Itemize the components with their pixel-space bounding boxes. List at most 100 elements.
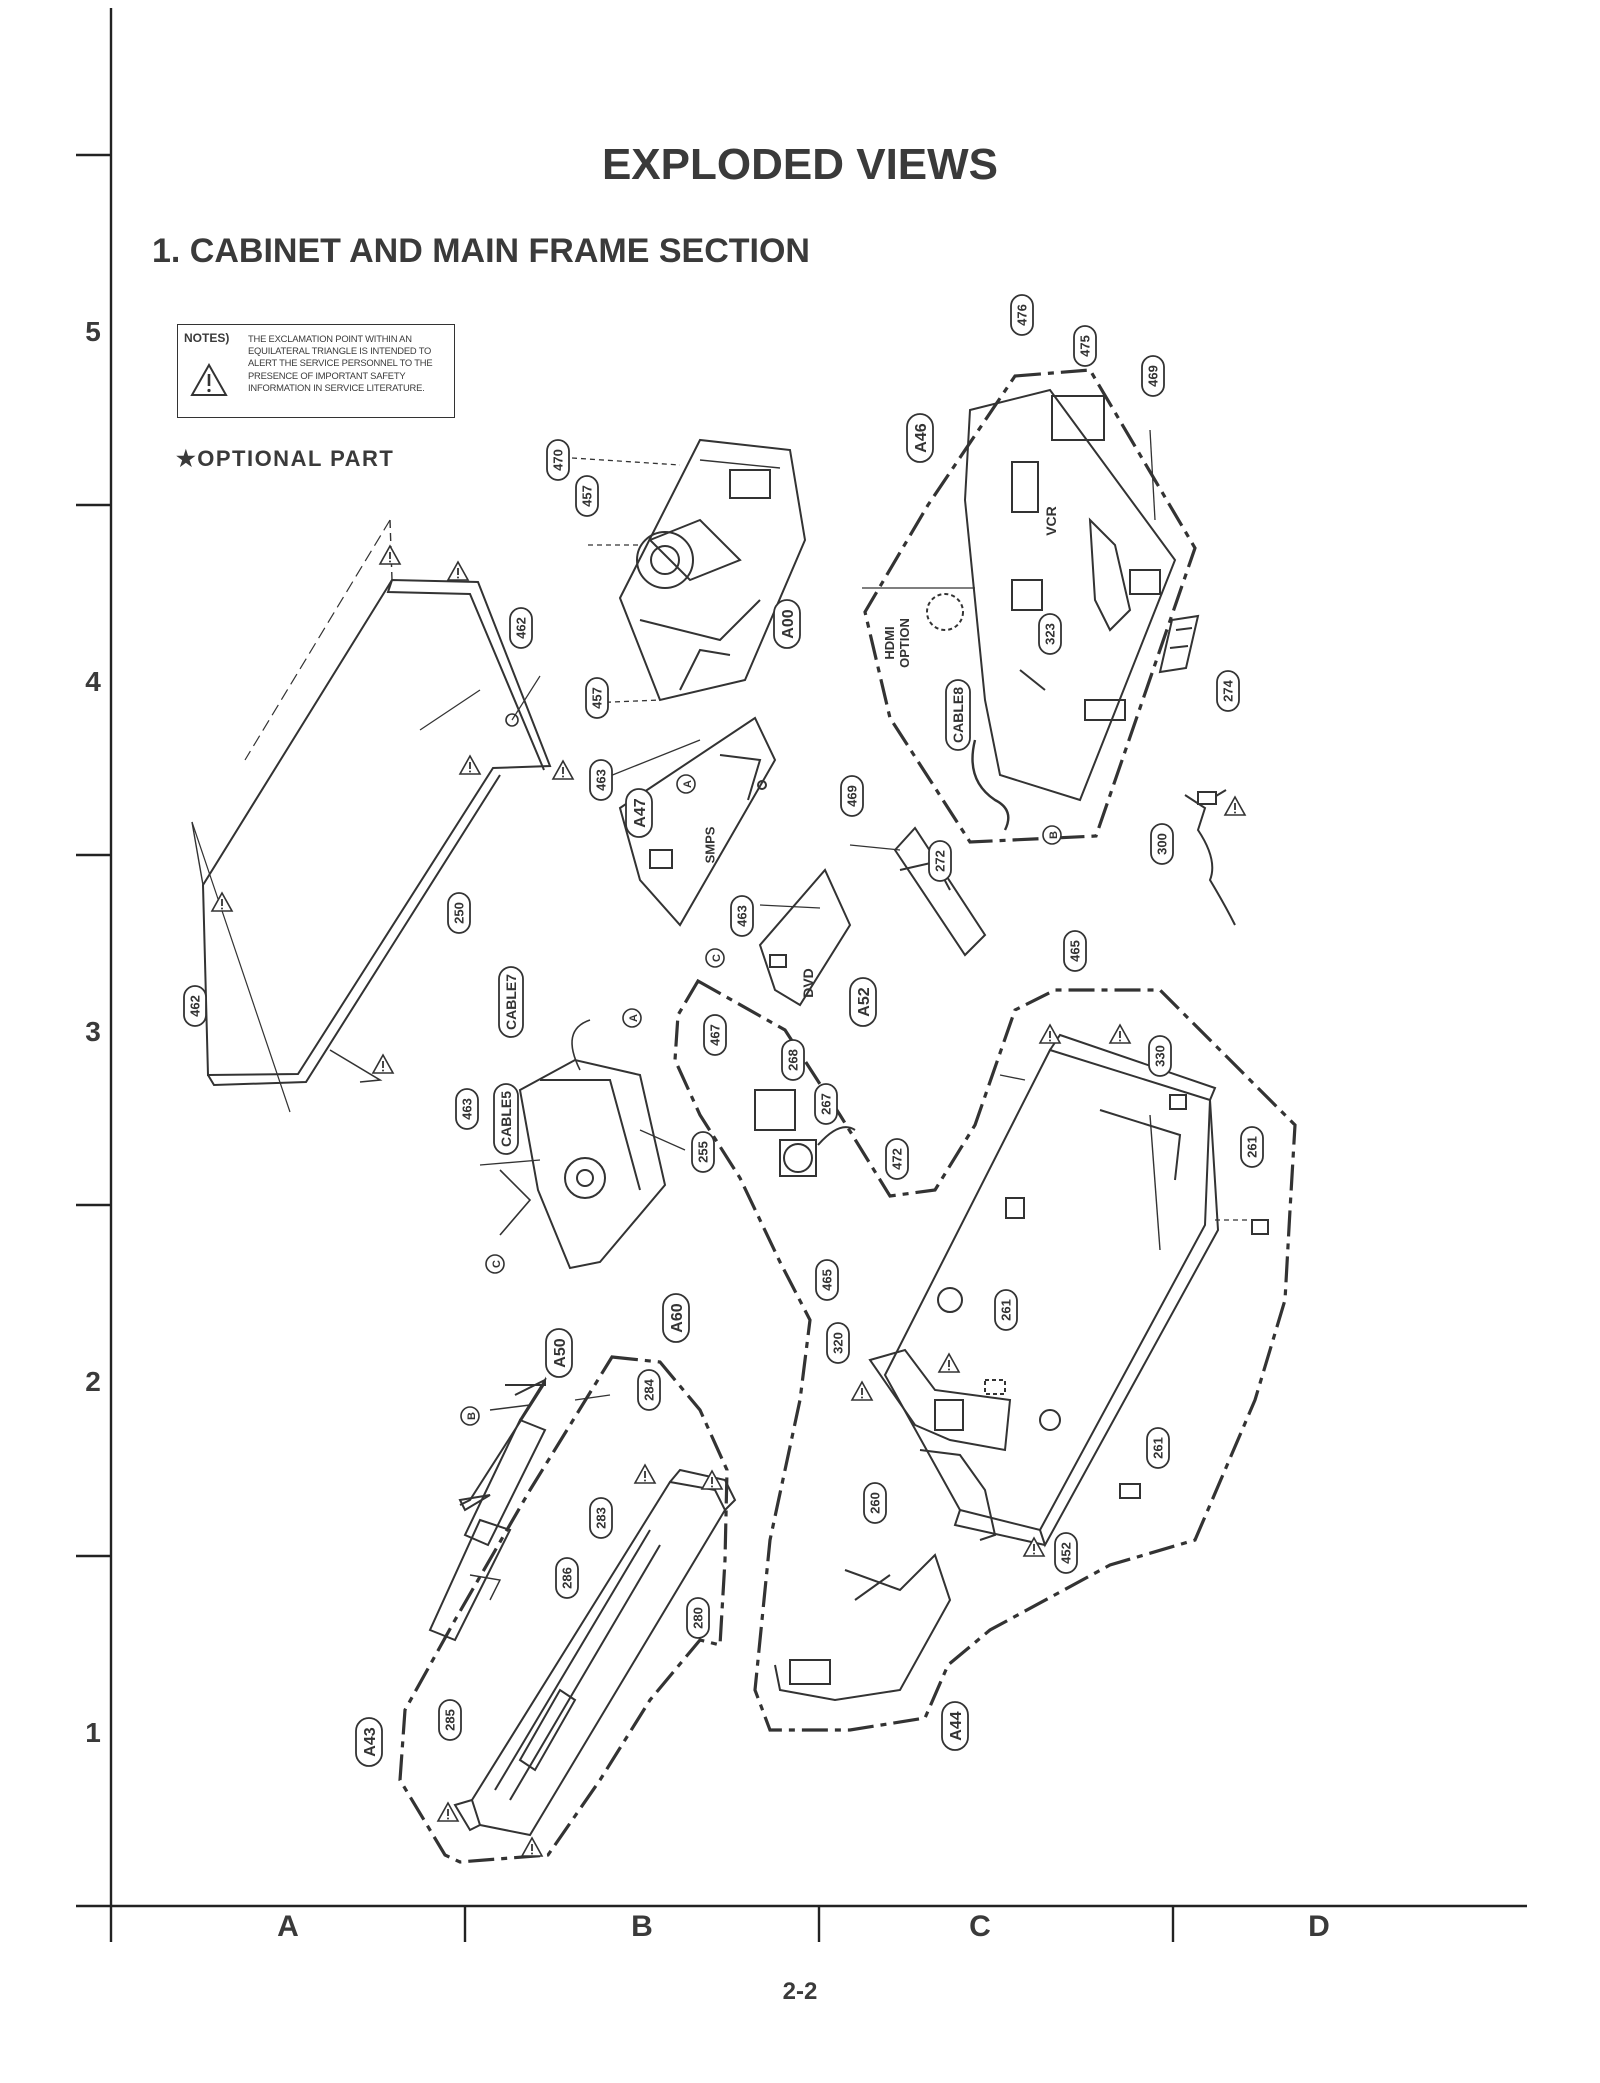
cooling-fan bbox=[754, 1089, 856, 1177]
boundary-a44 bbox=[673, 978, 1297, 1732]
svg-text:272: 272 bbox=[933, 850, 948, 872]
part-label: 462 bbox=[509, 607, 533, 649]
part-label: 272 bbox=[928, 840, 952, 882]
part-labels: 470457457A00462462250463A47SMPSA46VCRHDM… bbox=[183, 294, 1264, 1767]
part-label: 465 bbox=[815, 1259, 839, 1301]
grid-frame bbox=[76, 8, 1527, 1942]
svg-text:A52: A52 bbox=[856, 987, 873, 1016]
grid-row-label: 1 bbox=[85, 1717, 101, 1748]
part-label: 465 bbox=[1063, 930, 1087, 972]
part-label: 462 bbox=[183, 985, 207, 1027]
svg-text:286: 286 bbox=[560, 1567, 575, 1589]
part-label: 452 bbox=[1054, 1532, 1078, 1574]
rear-bracket bbox=[1158, 614, 1200, 674]
part-label: 470 bbox=[546, 439, 570, 481]
warning-triangle-icon bbox=[521, 1837, 543, 1857]
warning-triangle-icon bbox=[552, 760, 574, 780]
svg-text:457: 457 bbox=[580, 485, 595, 507]
svg-text:284: 284 bbox=[642, 1378, 657, 1400]
optional-part-label: OPTIONAL PART bbox=[197, 446, 395, 471]
svg-text:CABLE8: CABLE8 bbox=[950, 687, 966, 743]
svg-text:261: 261 bbox=[1245, 1136, 1260, 1158]
svg-text:A: A bbox=[628, 1014, 640, 1022]
svg-text:261: 261 bbox=[999, 1299, 1014, 1321]
svg-text:476: 476 bbox=[1015, 304, 1030, 326]
part-label: 463 bbox=[730, 895, 754, 937]
part-label: 255 bbox=[691, 1131, 715, 1173]
svg-text:462: 462 bbox=[514, 617, 529, 639]
top-cover bbox=[191, 519, 552, 1113]
warning-triangle-icon bbox=[379, 545, 401, 565]
svg-text:320: 320 bbox=[831, 1332, 846, 1354]
svg-text:463: 463 bbox=[594, 769, 609, 791]
grid-row-label: 5 bbox=[85, 316, 101, 347]
part-label: 267 bbox=[814, 1083, 838, 1125]
svg-text:261: 261 bbox=[1151, 1437, 1166, 1459]
svg-text:A47: A47 bbox=[632, 798, 649, 827]
part-label: 261 bbox=[994, 1289, 1018, 1331]
svg-text:274: 274 bbox=[1221, 679, 1236, 701]
part-label: DVD bbox=[800, 968, 816, 998]
warning-triangle-icon bbox=[459, 755, 481, 775]
warning-triangle-icon bbox=[211, 892, 233, 912]
part-label: A50 bbox=[545, 1328, 573, 1378]
reference-markers: A A B B C C bbox=[460, 774, 1062, 1426]
boundary-a46 bbox=[863, 368, 1197, 844]
part-label: SMPS bbox=[703, 826, 718, 863]
svg-text:A50: A50 bbox=[552, 1338, 569, 1367]
svg-text:CABLE7: CABLE7 bbox=[503, 974, 519, 1030]
svg-text:465: 465 bbox=[1068, 940, 1083, 962]
svg-text:323: 323 bbox=[1043, 623, 1058, 645]
svg-text:283: 283 bbox=[594, 1507, 609, 1529]
deck-mechanism bbox=[571, 438, 807, 704]
svg-text:475: 475 bbox=[1078, 335, 1093, 357]
ref-marker-b: B bbox=[460, 1406, 480, 1426]
grid-row-label: 4 bbox=[85, 666, 101, 697]
optional-part-note: ★OPTIONAL PART bbox=[176, 446, 394, 472]
star-icon: ★ bbox=[176, 446, 198, 471]
part-label: CABLE8 bbox=[945, 679, 971, 751]
svg-text:C: C bbox=[711, 954, 723, 962]
section-title: 1. CABINET AND MAIN FRAME SECTION bbox=[152, 232, 810, 270]
dvd-board bbox=[758, 868, 852, 1007]
warning-triangle-icon bbox=[1224, 796, 1246, 816]
warning-triangle-icon bbox=[447, 561, 469, 581]
part-label: 285 bbox=[438, 1699, 462, 1741]
svg-text:CABLE5: CABLE5 bbox=[498, 1091, 514, 1147]
ref-marker-c: C bbox=[705, 948, 725, 968]
part-label: 467 bbox=[703, 1014, 727, 1056]
page-title: EXPLODED VIEWS bbox=[601, 140, 999, 189]
warning-triangle-icon bbox=[1039, 1024, 1061, 1044]
ref-marker-a: A bbox=[676, 774, 696, 794]
svg-text:A44: A44 bbox=[948, 1711, 965, 1740]
part-label: 476 bbox=[1010, 294, 1034, 336]
svg-text:267: 267 bbox=[819, 1093, 834, 1115]
grid-row-label: 3 bbox=[85, 1016, 101, 1047]
part-label: A00 bbox=[773, 599, 801, 649]
page-number: 2-2 bbox=[782, 1978, 818, 2005]
warning-triangle-icon bbox=[938, 1353, 960, 1373]
part-label: 469 bbox=[1141, 355, 1165, 397]
warning-triangle-icon bbox=[372, 1054, 394, 1074]
warning-triangle-icon bbox=[701, 1470, 723, 1490]
svg-text:260: 260 bbox=[868, 1492, 883, 1514]
svg-text:463: 463 bbox=[460, 1098, 475, 1120]
svg-text:A60: A60 bbox=[669, 1303, 686, 1332]
notes-box: NOTES) THE EXCLAMATION POINT WITHIN AN E… bbox=[177, 324, 455, 418]
svg-text:469: 469 bbox=[845, 785, 860, 807]
svg-text:469: 469 bbox=[1146, 365, 1161, 387]
assembly-boundaries bbox=[398, 368, 1297, 1864]
ref-marker-b: B bbox=[1042, 825, 1062, 845]
warning-triangles bbox=[211, 545, 1246, 1857]
warning-triangle-icon bbox=[634, 1464, 656, 1484]
cable-a50 bbox=[459, 1378, 547, 1506]
grid-column-label: B bbox=[631, 1910, 653, 1943]
part-label: 457 bbox=[575, 475, 599, 517]
part-label: A47 bbox=[625, 788, 653, 838]
part-label: A52 bbox=[849, 977, 877, 1027]
svg-text:OPTION: OPTION bbox=[897, 618, 912, 668]
front-panel bbox=[428, 1376, 737, 1837]
part-label: 280 bbox=[686, 1597, 710, 1639]
svg-text:A00: A00 bbox=[780, 609, 797, 638]
